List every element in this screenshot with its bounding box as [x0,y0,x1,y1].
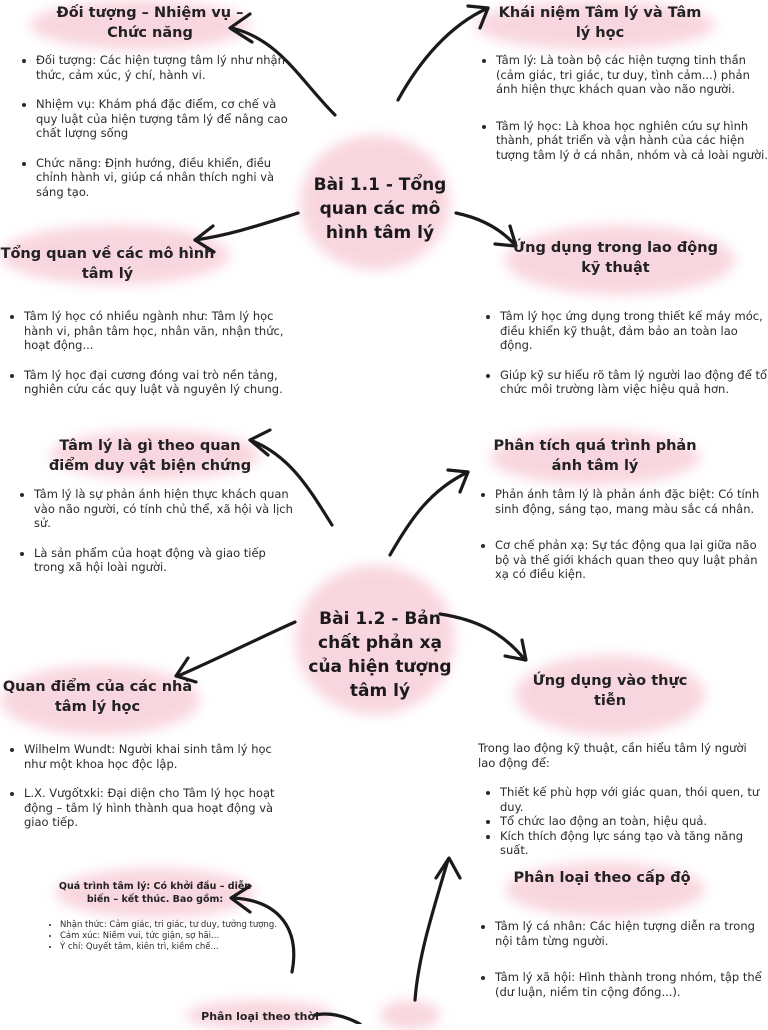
list-item: Tâm lý cá nhân: Các hiện tượng diễn ra t… [495,919,767,948]
blob [515,655,705,735]
list-item: Ý chí: Quyết tâm, kiên trì, kiềm chế... [60,942,282,953]
heading-ung-dung-lao-dong: Ứng dụng trong lao động kỹ thuật [513,240,718,276]
list-item: L.X. Vưgốtxki: Đại diện cho Tâm lý học h… [24,786,292,830]
list-item: Là sản phẩm của hoạt động và giao tiếp t… [34,546,299,575]
blob [490,430,700,485]
list-khai-niem: Tâm lý: Là toàn bộ các hiện tượng tinh t… [482,53,768,162]
list-item: Tâm lý là sự phản ánh hiện thực khách qu… [34,487,299,531]
arrowhead [228,12,254,44]
heading-khai-niem: Khái niệm Tâm lý và Tâm lý học [498,5,702,41]
arrow [413,858,450,1002]
heading-phan-tich: Phân tích quá trình phản ánh tâm lý [493,438,697,474]
list-duy-vat: Tâm lý là sự phản ánh hiện thực khách qu… [20,487,299,575]
blob [505,225,735,295]
arrowhead [503,638,528,662]
arrow [454,211,517,247]
arrow [230,26,337,117]
list-thuc-tien: Thiết kế phù hợp với giác quan, thói que… [486,785,768,858]
arrowhead [493,224,518,248]
list-item: Tâm lý xã hội: Hình thành trong nhóm, tậ… [495,970,767,999]
thuc-tien-intro: Trong lao động kỹ thuật, cần hiểu tâm lý… [478,741,747,770]
heading-thuc-tien: Ứng dụng vào thực tiễn [532,673,688,709]
arrowhead [446,468,470,494]
list-item: Tâm lý học ứng dụng trong thiết kế máy m… [500,309,768,353]
heading-duy-vat: Tâm lý là gì theo quan điểm duy vật biện… [48,438,252,474]
list-item: Phản ánh tâm lý là phản ánh đặc biệt: Có… [495,487,767,516]
arrow [248,438,334,527]
arrowhead [174,656,198,684]
arrowhead [248,428,272,457]
list-item: Wilhelm Wundt: Người khai sinh tâm lý họ… [24,742,292,771]
heading-tong-quan: Tổng quan về các mô hình tâm lý [0,246,215,282]
arrowhead [466,4,490,30]
list-item: Thiết kế phù hợp với giác quan, thói que… [500,785,768,814]
list-item: Chức năng: Định hướng, điều khiển, điều … [36,156,298,200]
arrowhead [434,856,462,880]
list-item: Tâm lý học có nhiều ngành như: Tâm lý họ… [24,309,286,353]
list-item: Kích thích động lực sáng tạo và tăng năn… [500,829,768,858]
list-item: Nhiệm vụ: Khám phá đặc điểm, cơ chế và q… [36,97,298,141]
list-doi-tuong: Đối tượng: Các hiện tượng tâm lý như nhậ… [22,53,298,199]
blob [295,565,455,715]
heading-quan-diem: Quan điểm của các nhà tâm lý học [2,679,193,715]
list-item: Đối tượng: Các hiện tượng tâm lý như nhậ… [36,53,298,82]
arrowhead [193,224,216,254]
list-phan-tich: Phản ánh tâm lý là phản ánh đặc biệt: Có… [481,487,767,582]
list-tong-quan: Tâm lý học có nhiều ngành như: Tâm lý họ… [10,309,286,397]
center-topic-2: Bài 1.2 - Bản chất phản xạ của hiện tượn… [308,609,452,701]
list-item: Cơ chế phản xạ: Sự tác động qua lại giữa… [495,538,767,582]
blob [0,225,230,285]
list-item: Cảm xúc: Niềm vui, tức giận, sợ hãi... [60,931,282,942]
list-item: Tổ chức lao động an toàn, hiệu quả. [500,814,768,829]
arrow [388,470,470,557]
blob [50,430,260,480]
list-qua-trinh: Nhận thức: Cảm giác, tri giác, tư duy, t… [48,920,282,953]
arrow [313,1012,362,1024]
arrow [438,612,527,662]
blob [55,868,255,918]
heading-doi-tuong: Đối tượng – Nhiệm vụ – Chức năng [56,5,244,41]
blob [30,0,250,50]
center-topic-1: Bài 1.1 - Tổng quan các mô hình tâm lý [313,175,447,243]
list-item: Tâm lý học đại cương đóng vai trò nền tả… [24,368,286,397]
list-item: Tâm lý: Là toàn bộ các hiện tượng tinh t… [496,53,768,97]
heading-cap-do: Phân loại theo cấp độ [513,870,691,886]
list-quan-diem: Wilhelm Wundt: Người khai sinh tâm lý họ… [10,742,292,830]
arrow [230,896,296,974]
list-item: Tâm lý học: Là khoa học nghiên cứu sự hì… [496,119,768,163]
arrowhead [229,884,252,914]
blob [0,665,200,735]
blob [475,0,715,50]
list-cap-do: Tâm lý cá nhân: Các hiện tượng diễn ra t… [481,919,767,999]
arrow [176,620,297,678]
list-item: Giúp kỹ sư hiểu rõ tâm lý người lao động… [500,368,768,397]
arrow [193,211,300,242]
arrow [396,6,490,102]
heading-thoi-gian: Phân loại theo thời [201,1010,319,1023]
blob [505,862,705,917]
blob [300,135,450,270]
list-item: Nhận thức: Cảm giác, tri giác, tư duy, t… [60,920,282,931]
list-ung-dung-lao-dong: Tâm lý học ứng dụng trong thiết kế máy m… [486,309,768,397]
heading-qua-trinh: Quá trình tâm lý: Có khởi đầu – diễn biế… [58,881,252,905]
